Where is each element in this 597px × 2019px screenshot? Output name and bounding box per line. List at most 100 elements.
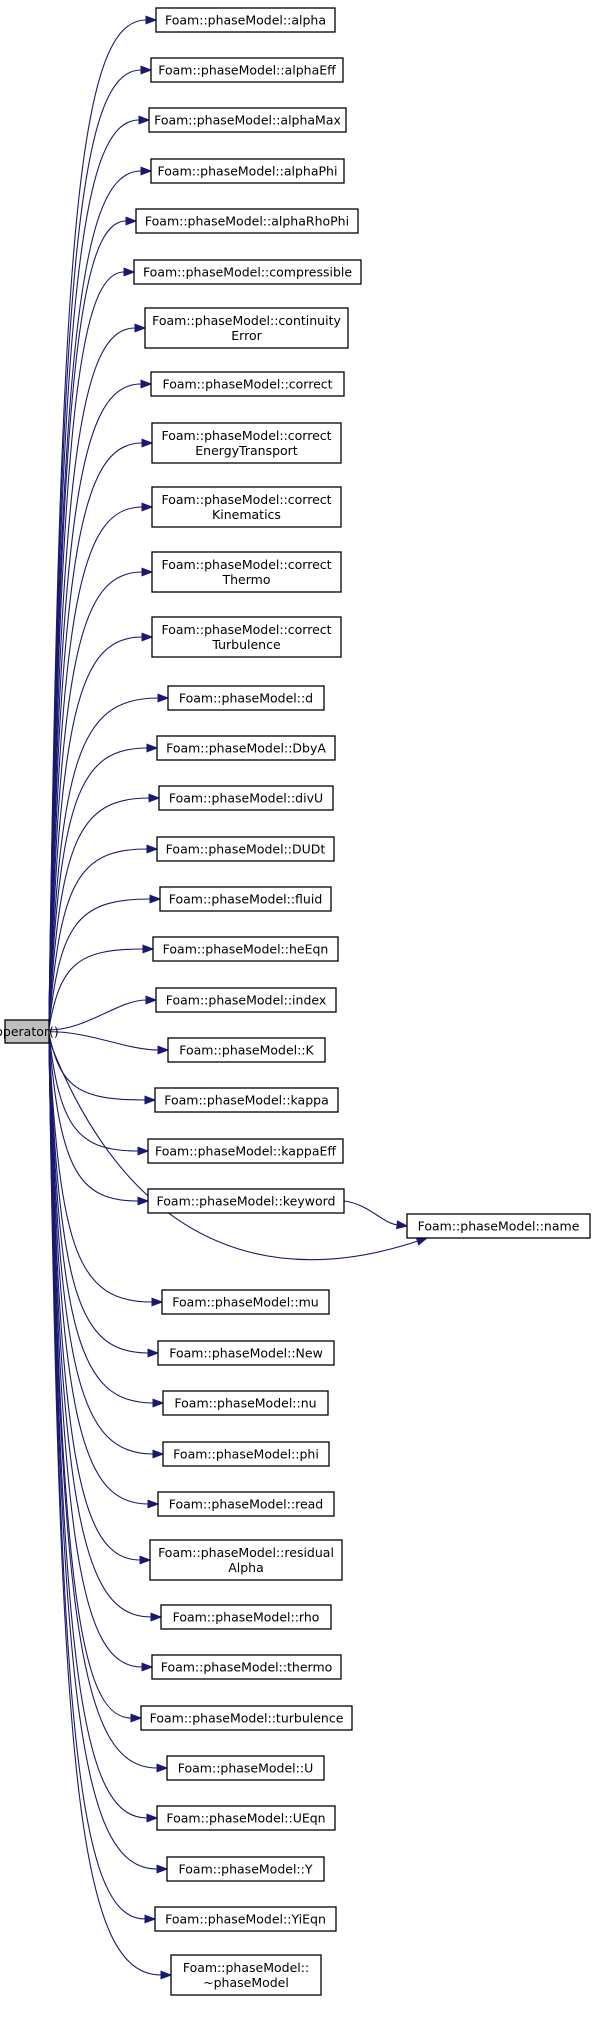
node-label: Foam::phaseModel::Y	[179, 1862, 313, 1877]
edge-op-to-kappaEff	[48, 1034, 150, 1156]
edge-op-to-phi	[48, 1040, 165, 1459]
edge-op-to-correct	[48, 379, 153, 1022]
node-box	[149, 1539, 343, 1581]
arrowhead	[147, 1499, 160, 1509]
edge-line	[48, 442, 143, 1022]
edge-op-to-New	[48, 1040, 160, 1358]
node-heEqn[interactable]: Foam::phaseModel::heEqn	[152, 936, 339, 962]
arrowhead	[152, 1398, 165, 1408]
edge-line	[48, 1039, 418, 1261]
node-d[interactable]: Foam::phaseModel::d	[167, 685, 325, 711]
node-label: Foam::phaseModel::name	[418, 1219, 580, 1234]
arrowhead	[149, 894, 162, 904]
node-DUDt[interactable]: Foam::phaseModel::DUDt	[156, 836, 335, 862]
node-nu[interactable]: Foam::phaseModel::nu	[162, 1390, 329, 1416]
node-rho[interactable]: Foam::phaseModel::rho	[160, 1604, 332, 1630]
arrowhead	[157, 693, 170, 703]
arrowhead	[141, 502, 154, 512]
arrowhead	[144, 1095, 157, 1105]
edge-line	[48, 1036, 139, 1202]
node-keyword[interactable]: Foam::phaseModel::keyword	[147, 1188, 345, 1214]
node-label: Foam::phaseModel::thermo	[161, 1660, 333, 1675]
node-label: Foam::phaseModel::residual	[158, 1545, 334, 1560]
node-label: Error	[231, 328, 262, 343]
node-box	[151, 616, 342, 658]
node-label: Foam::phaseModel::d	[179, 691, 313, 706]
arrowhead	[137, 1196, 150, 1206]
arrowhead	[137, 1146, 150, 1156]
node-name[interactable]: Foam::phaseModel::name	[406, 1213, 591, 1239]
edge-op-to-residualAlpha	[48, 1040, 152, 1565]
node-label: Foam::phaseModel::continuity	[152, 313, 341, 328]
arrowhead	[141, 1662, 154, 1672]
edge-op-to-heEqn	[48, 944, 155, 1029]
node-thermo[interactable]: Foam::phaseModel::thermo	[151, 1654, 342, 1680]
node-alphaPhi[interactable]: Foam::phaseModel::alphaPhi	[150, 158, 345, 184]
node-correct[interactable]: Foam::phaseModel::correct	[150, 371, 345, 397]
arrowhead	[396, 1220, 409, 1230]
node-label: Foam::phaseModel::keyword	[157, 1194, 336, 1209]
node-label: Foam::phaseModel::heEqn	[163, 942, 329, 957]
arrowhead	[130, 1713, 143, 1723]
node-DbyA[interactable]: Foam::phaseModel::DbyA	[156, 735, 336, 761]
node-label: Foam::phaseModel::correct	[161, 622, 331, 637]
edge-line	[48, 571, 143, 1022]
node-YiEqn[interactable]: Foam::phaseModel::YiEqn	[154, 1906, 337, 1932]
node-K[interactable]: Foam::phaseModel::K	[167, 1037, 326, 1063]
node-box	[156, 836, 335, 862]
edge-line	[48, 1040, 149, 1505]
node-kappaEff[interactable]: Foam::phaseModel::kappaEff	[147, 1138, 344, 1164]
node-alphaRhoPhi[interactable]: Foam::phaseModel::alphaRhoPhi	[135, 208, 359, 234]
node-U[interactable]: Foam::phaseModel::U	[166, 1755, 325, 1781]
edge-op-to-DbyA	[48, 743, 159, 1022]
arrowhead	[152, 1449, 165, 1459]
node-label: Foam::phaseModel::turbulence	[150, 1711, 344, 1726]
node-label: Foam::phaseModel::alphaRhoPhi	[145, 214, 349, 229]
node-op[interactable]: operator()	[0, 1019, 59, 1044]
node-alphaMax[interactable]: Foam::phaseModel::alphaMax	[148, 107, 347, 133]
edge-line	[48, 697, 159, 1022]
node-label: Foam::phaseModel::divU	[169, 791, 323, 806]
node-UEqn[interactable]: Foam::phaseModel::UEqn	[156, 1805, 336, 1831]
arrowhead	[140, 379, 153, 389]
arrowhead	[145, 995, 158, 1005]
node-compressible[interactable]: Foam::phaseModel::compressible	[133, 259, 362, 285]
node-kappa[interactable]: Foam::phaseModel::kappa	[154, 1087, 339, 1113]
nodes-layer: operator() Foam::phaseModel::alphaFoam::p…	[0, 7, 591, 1996]
node-box	[150, 371, 345, 397]
edge-op-to-rho	[48, 1040, 163, 1622]
edge-line	[48, 220, 127, 1022]
arrowhead	[156, 1763, 169, 1773]
node-index[interactable]: Foam::phaseModel::index	[155, 987, 337, 1013]
node-read[interactable]: Foam::phaseModel::read	[157, 1491, 335, 1517]
node-label: Foam::phaseModel::alpha	[165, 13, 326, 28]
node-alphaEff[interactable]: Foam::phaseModel::alphaEff	[150, 57, 344, 83]
node-dtor[interactable]: Foam::phaseModel::~phaseModel	[170, 1954, 322, 1996]
node-box	[158, 785, 334, 811]
node-box	[155, 7, 336, 33]
node-turbulence[interactable]: Foam::phaseModel::turbulence	[140, 1705, 353, 1731]
node-fluid[interactable]: Foam::phaseModel::fluid	[159, 886, 332, 912]
arrowhead	[145, 15, 158, 25]
edge-line	[48, 1040, 162, 1976]
node-Y[interactable]: Foam::phaseModel::Y	[166, 1856, 325, 1882]
node-label: Foam::phaseModel::compressible	[143, 265, 352, 280]
node-label: Foam::phaseModel::correct	[161, 557, 331, 572]
node-label: Foam::phaseModel::correct	[162, 377, 332, 392]
node-label: Alpha	[228, 1560, 264, 1575]
node-alpha[interactable]: Foam::phaseModel::alpha	[155, 7, 336, 33]
node-mu[interactable]: Foam::phaseModel::mu	[161, 1289, 330, 1315]
node-phi[interactable]: Foam::phaseModel::phi	[162, 1441, 330, 1467]
node-New[interactable]: Foam::phaseModel::New	[157, 1340, 335, 1366]
arrowhead	[144, 1914, 157, 1924]
edge-line	[48, 948, 144, 1029]
node-divU[interactable]: Foam::phaseModel::divU	[158, 785, 334, 811]
arrowhead	[125, 216, 138, 226]
